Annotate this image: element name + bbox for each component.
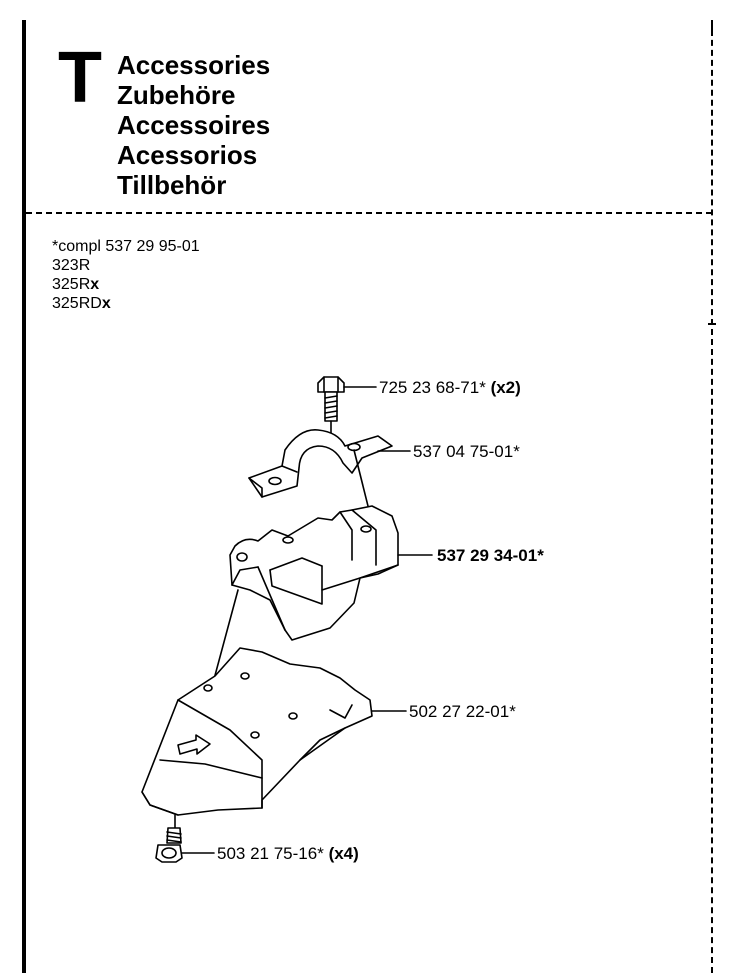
border-side-tick bbox=[708, 323, 716, 325]
bolt-screw-drawing bbox=[317, 376, 345, 434]
page-left-border bbox=[22, 20, 26, 973]
title-pt: Acessorios bbox=[117, 140, 258, 170]
callout-725-23-68-71: 725 23 68-71* (x2) bbox=[379, 378, 521, 397]
title-sv: Tillbehör bbox=[117, 170, 227, 200]
header-divider bbox=[26, 212, 712, 214]
title-en: Accessories bbox=[117, 50, 271, 80]
grass-shield-drawing bbox=[141, 647, 373, 829]
compl-line: *compl 537 29 95-01 bbox=[52, 238, 200, 255]
model-325rdx: 325RDx bbox=[52, 295, 111, 312]
callout-537-29-34-01: 537 29 34-01* bbox=[437, 546, 544, 565]
model-325rx: 325Rx bbox=[52, 276, 100, 293]
border-top-tick bbox=[711, 20, 713, 36]
callout-503-21-75-16: 503 21 75-16* (x4) bbox=[217, 844, 359, 863]
screw-drawing bbox=[155, 827, 183, 863]
title-de: Zubehöre bbox=[117, 80, 236, 110]
model-323r: 323R bbox=[52, 257, 91, 274]
model-list: *compl 537 29 95-01 323R 325Rx 325RDx bbox=[52, 237, 200, 313]
section-letter: T bbox=[58, 38, 102, 118]
section-titles: Accessories Zubehöre Accessoires Acessor… bbox=[117, 50, 270, 200]
title-fr: Accessoires bbox=[117, 110, 271, 140]
page-right-dashed-border bbox=[711, 20, 713, 973]
callout-502-27-22-01: 502 27 22-01* bbox=[409, 702, 516, 721]
callout-537-04-75-01: 537 04 75-01* bbox=[413, 442, 520, 461]
